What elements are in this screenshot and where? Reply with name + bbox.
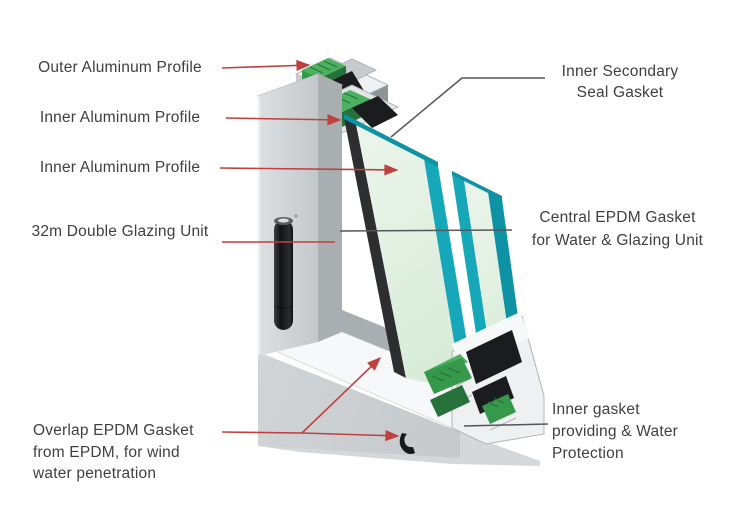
post-side-face (318, 74, 342, 342)
label-inner-gasket: Inner gasket providing & Water Protectio… (552, 401, 679, 462)
gasket-right (482, 394, 516, 424)
inner-black-seal-top (466, 330, 522, 384)
gasket-body-dark (430, 385, 470, 417)
leader-inner-profile-top (225, 114, 342, 126)
glass-pane-front-face (356, 124, 462, 390)
glass-pane-front-edge (424, 159, 476, 397)
leader-inner-gasket (463, 423, 549, 427)
label-glazing-unit: 32m Double Glazing Unit (31, 223, 209, 240)
hinge-cap-highlight (278, 218, 289, 223)
inner-gasket-parts (424, 354, 516, 424)
leader-overlap-gasket-right (301, 430, 400, 442)
leader-overlap-gasket-stem (221, 431, 303, 434)
overlap-hook-gasket (399, 433, 415, 454)
label-outer-aluminum-profile: Outer Aluminum Profile (38, 59, 202, 76)
hinge-pin (294, 214, 298, 218)
label-central-epdm-gasket: Central EPDM Gasket for Water & Glazing … (531, 209, 704, 249)
leader-central-gasket (339, 229, 513, 232)
label-inner-aluminum-profile-mid: Inner Aluminum Profile (39, 159, 201, 176)
glass-pane-rear-top-edge (452, 171, 502, 200)
gasket-body (424, 358, 472, 394)
head-profiles (256, 57, 400, 356)
label-inner-aluminum-profile-top: Inner Aluminum Profile (39, 109, 201, 126)
post-front-face (258, 74, 318, 356)
glazing-bead (352, 96, 398, 128)
bottom-frame-front-shade (258, 352, 460, 458)
label-overlap-epdm-gasket: Overlap EPDM Gasket from EPDM, for wind … (33, 422, 194, 482)
glass-pane-front-top-edge (344, 114, 438, 167)
leader-lines (219, 59, 549, 442)
gasket-ribs (431, 367, 505, 408)
inner-black-seal-low (472, 376, 514, 414)
leader-inner-secondary-seal (390, 77, 545, 138)
hinge-body (274, 220, 293, 330)
hinge-barrel (274, 214, 298, 330)
glazing-shadow-strip (344, 118, 406, 378)
gasket-ribs (309, 60, 338, 74)
bottom-frame-cut-section (399, 312, 545, 454)
leader-inner-profile-mid (219, 164, 399, 176)
hinge-seam (274, 305, 293, 309)
label-inner-secondary-seal-gasket: Inner Secondary Seal Gasket (561, 63, 679, 101)
leader-outer-profile (221, 59, 311, 72)
leader-overlap-gasket-up (301, 357, 382, 434)
gasket-top (302, 58, 346, 78)
